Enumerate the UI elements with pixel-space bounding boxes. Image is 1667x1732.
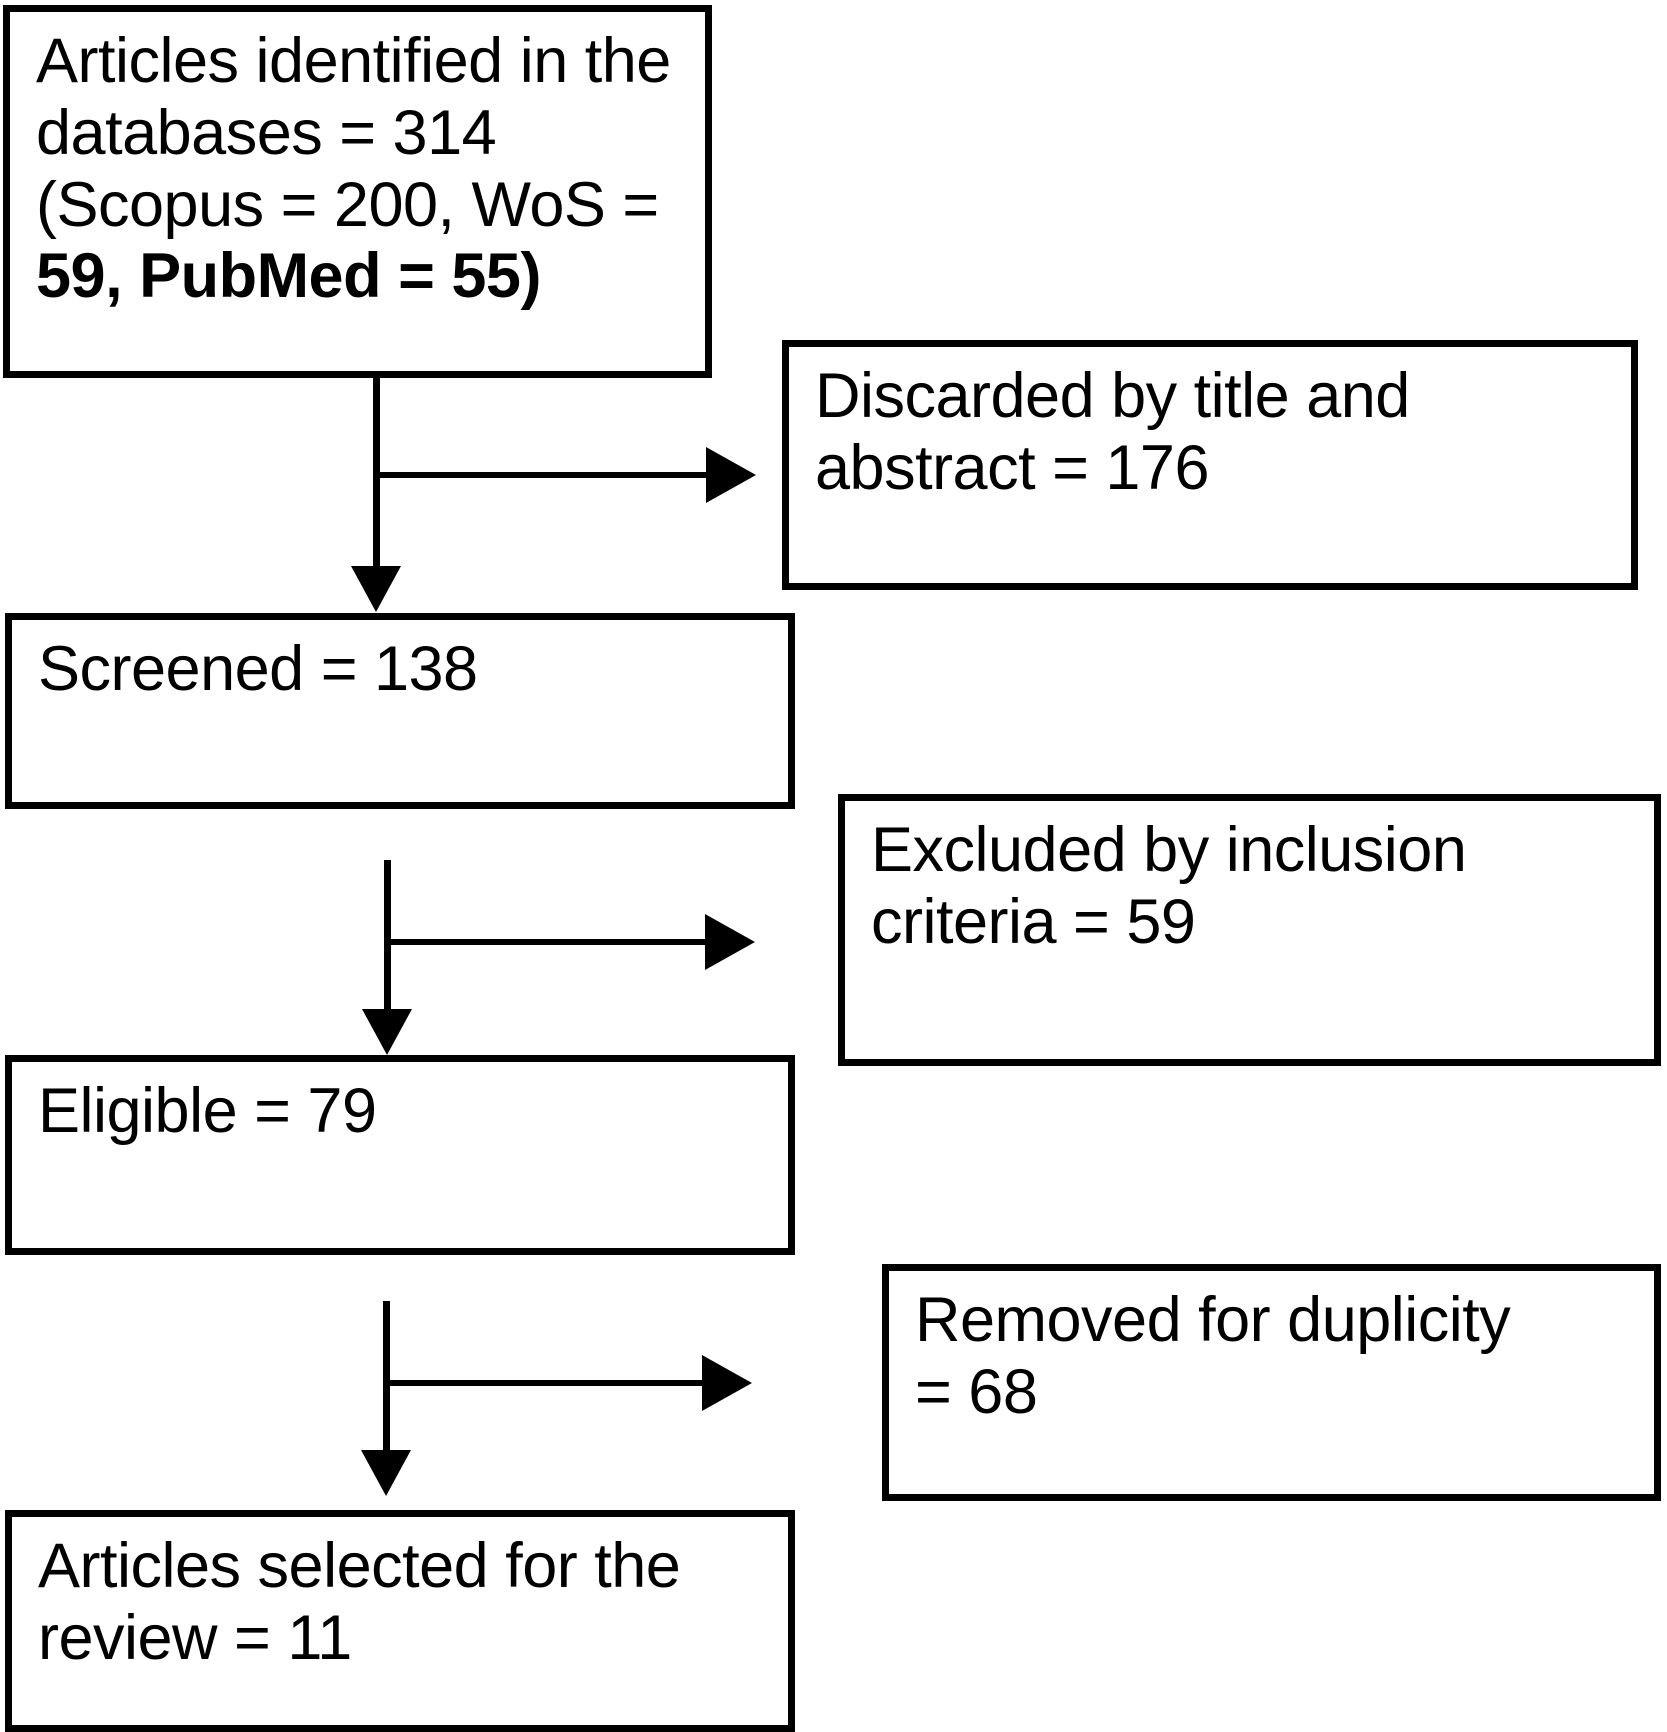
connector-identified-to-discarded-line	[378, 472, 708, 478]
node-eligible: Eligible = 79	[5, 1055, 795, 1255]
connector-screened-to-eligible-line	[384, 860, 391, 1012]
node-discarded-line1: Discarded by title and	[815, 361, 1410, 431]
node-articles-identified: Articles identified in the databases = 3…	[3, 5, 712, 378]
arrow-right-icon-screened-to-excluded	[705, 914, 755, 970]
node-removed-line2: = 68	[915, 1356, 1038, 1427]
node-removed-line1: Removed for duplicity	[915, 1285, 1511, 1355]
node-screened-label: Screened = 138	[38, 634, 478, 704]
connector-identified-to-screened-line	[373, 378, 380, 568]
node-articles-identified-line4: 59, PubMed = 55)	[36, 241, 541, 312]
node-excluded-by-inclusion-criteria: Excluded by inclusion criteria = 59	[838, 794, 1661, 1066]
node-articles-selected: Articles selected for the review = 11	[5, 1510, 795, 1732]
node-removed-for-duplicity: Removed for duplicity = 68	[882, 1264, 1661, 1501]
node-excluded-line2: criteria = 59	[871, 886, 1196, 957]
node-articles-identified-line2: databases = 314	[36, 97, 497, 168]
node-articles-identified-line3: (Scopus = 200, WoS =	[36, 169, 659, 240]
node-articles-selected-line1: Articles selected for the	[38, 1531, 681, 1601]
connector-eligible-to-removed-line	[388, 1380, 704, 1386]
node-articles-selected-line2: review = 11	[38, 1602, 352, 1673]
node-screened: Screened = 138	[5, 613, 795, 809]
connector-screened-to-excluded-line	[389, 939, 707, 945]
arrow-down-icon-eligible-to-selected	[361, 1450, 411, 1496]
arrow-down-icon-screened-to-eligible	[362, 1009, 412, 1055]
node-excluded-line1: Excluded by inclusion	[871, 815, 1467, 885]
node-discarded-line2: abstract = 176	[815, 432, 1210, 503]
node-discarded-by-title-abstract: Discarded by title and abstract = 176	[782, 340, 1638, 590]
arrow-right-icon-eligible-to-removed	[702, 1355, 752, 1411]
arrow-right-icon-identified-to-discarded	[706, 447, 756, 503]
connector-eligible-to-selected-line	[383, 1301, 390, 1453]
node-articles-identified-line1: Articles identified in the	[36, 26, 671, 96]
node-eligible-label: Eligible = 79	[38, 1076, 377, 1146]
arrow-down-icon-identified-to-screened	[351, 566, 401, 612]
